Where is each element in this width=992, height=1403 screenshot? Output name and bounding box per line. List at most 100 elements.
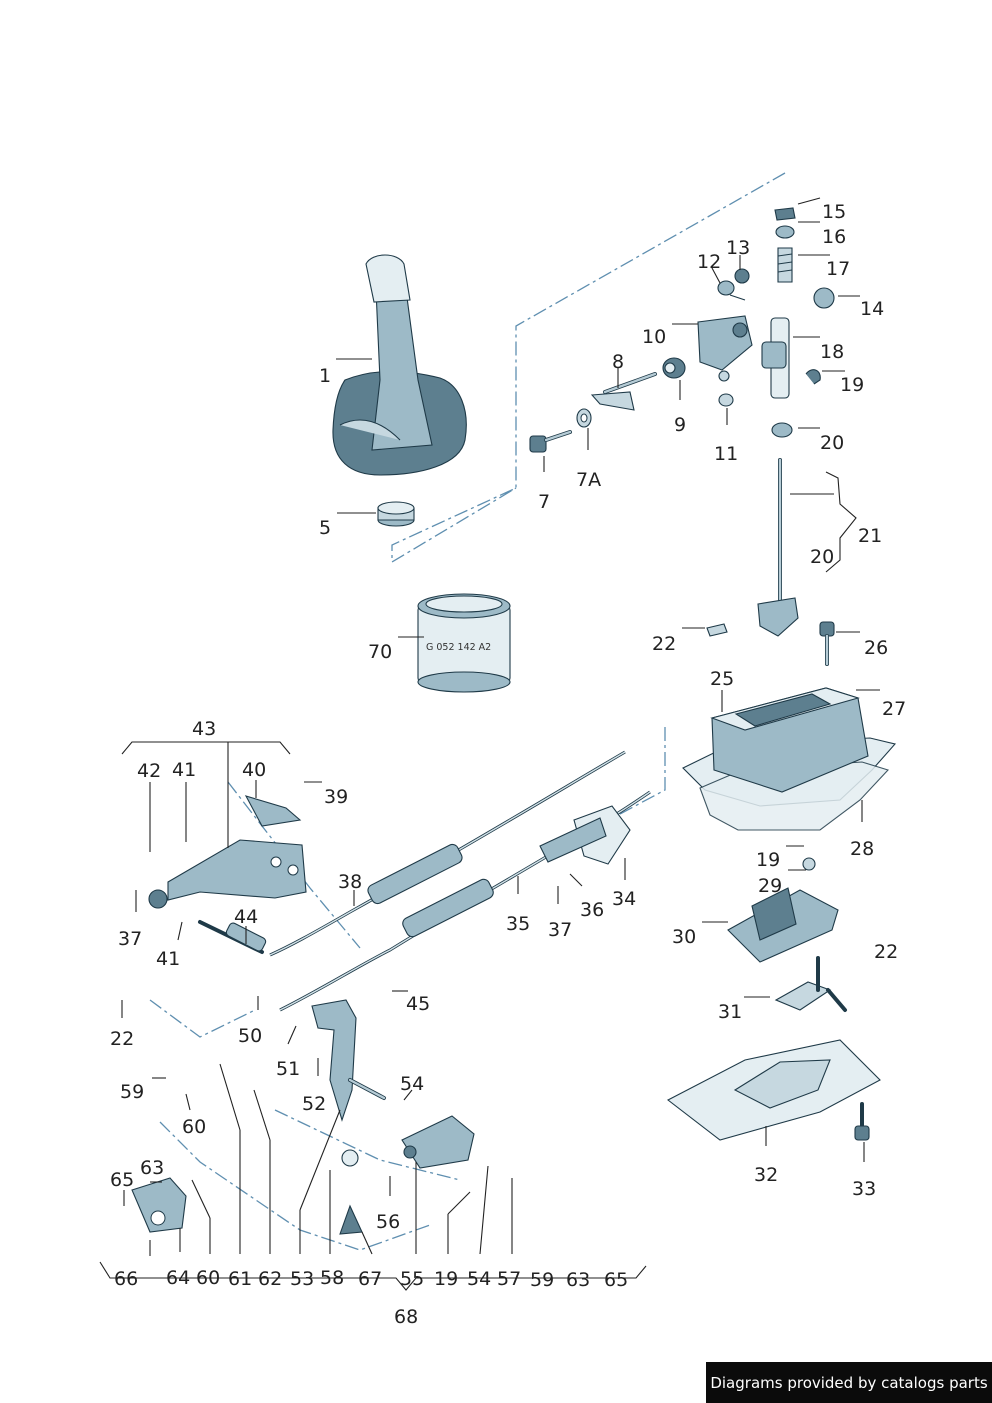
label-57: 57 (497, 1268, 521, 1290)
grease-tube-70 (417, 593, 511, 693)
label-55: 55 (400, 1268, 424, 1290)
label-41-top: 41 (172, 759, 196, 781)
spring-clip-22 (706, 623, 728, 637)
label-1: 1 (319, 365, 331, 387)
label-7a: 7A (576, 469, 601, 491)
label-63-bottom: 63 (566, 1269, 590, 1291)
mount-64 (131, 1177, 187, 1233)
cable-bracket-34 (539, 805, 631, 865)
bolt-33 (854, 1102, 870, 1141)
label-41-bottom: 41 (156, 948, 180, 970)
label-33: 33 (852, 1178, 876, 1200)
label-12: 12 (697, 251, 721, 273)
part-labels: 1 5 7 7A 8 9 10 11 12 13 14 15 16 17 18 … (110, 201, 906, 1328)
washer-7a (576, 408, 592, 428)
label-66: 66 (114, 1268, 138, 1290)
label-37-left: 37 (118, 928, 142, 950)
label-35: 35 (506, 913, 530, 935)
label-26: 26 (864, 637, 888, 659)
base-plate-32 (666, 1039, 881, 1141)
label-61: 61 (228, 1268, 252, 1290)
label-68: 68 (394, 1306, 418, 1328)
label-59-bottom: 59 (530, 1269, 554, 1291)
label-22-right: 22 (874, 941, 898, 963)
label-19-top: 19 (840, 374, 864, 396)
label-40: 40 (242, 759, 266, 781)
cable-holder-43 (148, 839, 307, 909)
clip-40 (244, 795, 302, 827)
label-70: 70 (368, 641, 392, 663)
label-10: 10 (642, 326, 666, 348)
bolt-7 (529, 430, 572, 453)
label-30: 30 (672, 926, 696, 948)
selector-lever-31 (774, 956, 847, 1012)
label-63-top: 63 (140, 1157, 164, 1179)
label-5: 5 (319, 517, 331, 539)
label-20-rod: 20 (810, 546, 834, 568)
label-65-bottom: 65 (604, 1269, 628, 1291)
label-20-top: 20 (820, 432, 844, 454)
label-58: 58 (320, 1267, 344, 1289)
label-19-bottom: 19 (434, 1268, 458, 1290)
label-38: 38 (338, 871, 362, 893)
label-65-top: 65 (110, 1169, 134, 1191)
label-17: 17 (826, 258, 850, 280)
label-56: 56 (376, 1211, 400, 1233)
shifter-housing-25 (682, 687, 897, 831)
label-37-right: 37 (548, 919, 572, 941)
label-21: 21 (858, 525, 882, 547)
label-18: 18 (820, 341, 844, 363)
cap-14 (813, 287, 835, 309)
label-44: 44 (234, 906, 258, 928)
label-54-top: 54 (400, 1073, 424, 1095)
shift-rod-21 (757, 458, 799, 637)
label-42: 42 (137, 760, 161, 782)
label-31: 31 (718, 1001, 742, 1023)
label-16: 16 (822, 226, 846, 248)
label-7: 7 (538, 491, 550, 513)
boot-67 (339, 1149, 363, 1235)
label-22-top: 22 (652, 633, 676, 655)
clip-12-13 (717, 268, 750, 301)
label-60-top: 60 (182, 1116, 206, 1138)
label-50: 50 (238, 1025, 262, 1047)
label-45: 45 (406, 993, 430, 1015)
label-54-bottom: 54 (467, 1268, 491, 1290)
label-34: 34 (612, 888, 636, 910)
label-67: 67 (358, 1268, 382, 1290)
label-22-left: 22 (110, 1028, 134, 1050)
label-14: 14 (860, 298, 884, 320)
selector-pin-8 (590, 372, 657, 411)
ball-socket-11 (718, 393, 734, 407)
label-8: 8 (612, 351, 624, 373)
guide-tube-18 (761, 317, 790, 399)
tube-marking: G 052 142 A2 (426, 642, 491, 653)
bush-9 (662, 357, 686, 379)
label-13: 13 (726, 237, 750, 259)
label-25: 25 (710, 668, 734, 690)
label-36: 36 (580, 899, 604, 921)
nut-20 (771, 422, 793, 438)
label-53: 53 (290, 1268, 314, 1290)
assembly-outline-upper (391, 172, 786, 564)
label-19-mid: 19 (756, 849, 780, 871)
label-27: 27 (882, 698, 906, 720)
label-62: 62 (258, 1268, 282, 1290)
gear-knob-boot (332, 254, 467, 476)
label-29: 29 (758, 875, 782, 897)
label-11: 11 (714, 443, 738, 465)
label-15: 15 (822, 201, 846, 223)
credit-banner: Diagrams provided by catalogs parts (706, 1362, 992, 1403)
selector-mechanism-30 (727, 857, 839, 963)
label-51: 51 (276, 1058, 300, 1080)
assembly-outline-cables (149, 727, 666, 1038)
label-60-bottom: 60 (196, 1267, 220, 1289)
boot-ring (377, 501, 415, 527)
bolt-26 (819, 621, 835, 666)
label-9: 9 (674, 414, 686, 436)
label-32: 32 (754, 1164, 778, 1186)
bearing-55 (401, 1115, 475, 1169)
label-28: 28 (850, 838, 874, 860)
label-39: 39 (324, 786, 348, 808)
